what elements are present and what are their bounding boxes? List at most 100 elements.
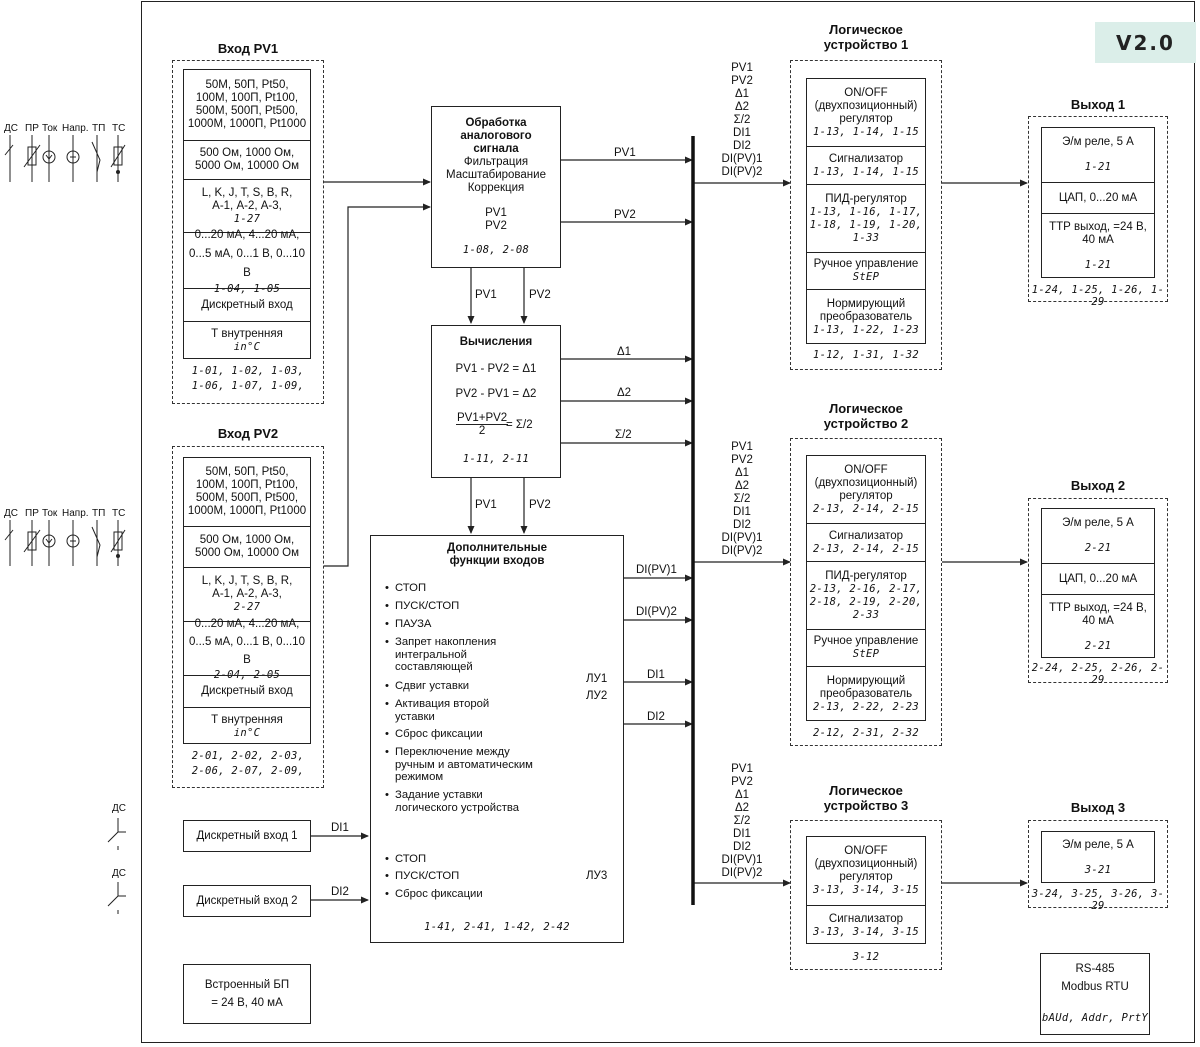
lu2-codes: 2-12, 2-31, 2-32 [813, 727, 919, 739]
calc-formula-denominator: 2 [478, 425, 486, 437]
extra-lu12-label: ЛУ1 ЛУ2 [586, 673, 608, 702]
lu2-manual: Ручное управление StEP [807, 629, 925, 666]
discrete-input-1: Дискретный вход 1 [183, 820, 311, 852]
out1-relay: Э/м реле, 5 А 1-21 [1042, 128, 1154, 182]
processing-title: Обработка аналогового сигнала [460, 117, 532, 155]
pv1-analog-text: 0...20 мА, 4...20 мА, 0...5 мА, 0...1 В,… [189, 228, 305, 279]
proc-bus-pv2: PV2 [614, 209, 636, 221]
out1-title: Выход 1 [1070, 97, 1126, 112]
lu1-manual-text: Ручное управление [813, 258, 919, 270]
extra-bus-dipv2: DI(PV)2 [636, 606, 677, 618]
lu2-pid: ПИД-регулятор 2-13, 2-16, 2-17, 2-18, 2-… [807, 561, 925, 629]
extra-item-start-stop-lu3: ПУСК/СТОП [385, 870, 459, 883]
pv1-thermocouple-code: 1-27 [233, 212, 261, 225]
pv2-thermocouple-code: 2-27 [233, 601, 261, 613]
lu1-alarm: Сигнализатор 1-13, 1-14, 1-15 [807, 146, 925, 184]
sensor-label-ds: ДС [4, 508, 18, 519]
pv2-group [172, 446, 324, 788]
power-supply: Встроенный БП = 24 В, 40 мА [183, 964, 311, 1024]
calc-bus-d1: Δ1 [617, 346, 632, 358]
pv2-analog-text: 0...20 мА, 4...20 мА, 0...5 мА, 0...1 В,… [189, 618, 305, 666]
pv2-thermocouple: L, K, J, T, S, B, R, А-1, А-2, А-3, 2-27 [184, 567, 310, 621]
sensor-symbols-pv1 [4, 135, 126, 182]
sensor-label-di2: ДС [112, 868, 126, 879]
out1-relay-code: 1-21 [1084, 161, 1112, 173]
pv2-title: Вход PV2 [217, 426, 279, 441]
lu1-codes: 1-12, 1-31, 1-32 [813, 349, 919, 361]
extra-item-stop-lu3: СТОП [385, 853, 426, 866]
extra-lu3-label: ЛУ3 [586, 870, 608, 882]
lu1-alarm-code: 1-13, 1-14, 1-15 [813, 165, 919, 178]
lu3-alarm: Сигнализатор 3-13, 3-14, 3-15 [807, 905, 925, 945]
proc-calc-pv1: PV1 [475, 289, 497, 301]
pv2-internal-temp-code: in°C [233, 726, 261, 739]
out1-relay-text: Э/м реле, 5 А [1062, 136, 1134, 148]
calc-formula-d1: PV1 - PV2 = Δ1 [455, 363, 537, 375]
pv1-analog: 0...20 мА, 4...20 мА, 0...5 мА, 0...1 В,… [184, 229, 310, 295]
sensor-label-ts: ТС [112, 123, 126, 134]
out2-codes: 2-24, 2-25, 2-26, 2-29 [1031, 662, 1165, 686]
discrete-switch-symbols [107, 818, 126, 914]
out2-group [1028, 498, 1168, 683]
lu3-onoff-text: ON/OFF (двухпозиционный) регулятор [814, 845, 918, 883]
extra-item-lu-setpoint: Задание уставки логического устройства [385, 789, 519, 814]
lu2-alarm: Сигнализатор 2-13, 2-14, 2-15 [807, 523, 925, 561]
lu1-manual-code: StEP [852, 271, 880, 283]
lu3-onoff-code: 3-13, 3-14, 3-15 [813, 884, 919, 896]
extra-item-manual-auto: Переключение между ручным и автоматическ… [385, 746, 533, 784]
pv1-internal-temp: Т внутренняя in°C [184, 321, 310, 360]
lu1-normalizer-text: Нормирующий преобразователь [819, 298, 913, 323]
pv1-thermocouple: L, K, J, T, S, B, R, А-1, А-2, А-3, 1-27 [184, 179, 310, 232]
lu1-pid-code: 1-13, 1-16, 1-17, 1-18, 1-19, 1-20, 1-33 [809, 205, 923, 244]
lu2-onoff-code: 2-13, 2-14, 2-15 [813, 502, 919, 515]
sensor-label-current: Ток [42, 508, 58, 519]
extra-item-pause: ПАУЗА [385, 618, 432, 631]
out3-relay-text: Э/м реле, 5 А [1062, 839, 1134, 851]
out1-table: Э/м реле, 5 А 1-21 ЦАП, 0...20 мА ТТР вы… [1041, 127, 1155, 278]
diagram-frame [141, 1, 1195, 1043]
lu1-title: Логическое устройство 1 [823, 22, 909, 52]
lu3-onoff: ON/OFF (двухпозиционный) регулятор 3-13,… [807, 837, 925, 905]
extra-bus-di1: DI1 [647, 669, 665, 681]
rs485-block: RS-485 Modbus RTU bAUd, Addr, PrtY [1040, 953, 1150, 1035]
lu2-title: Логическое устройство 2 [823, 401, 909, 431]
extra-title: Дополнительные функции входов [447, 542, 547, 567]
discrete-input-2: Дискретный вход 2 [183, 885, 311, 917]
calc-title: Вычисления [459, 336, 533, 348]
calc-extra-pv1: PV1 [475, 499, 497, 511]
pv1-group [172, 60, 324, 404]
sensor-symbols-pv2 [4, 520, 126, 566]
out1-codes: 1-24, 1-25, 1-26, 1-29 [1031, 284, 1165, 308]
rs485-label: RS-485 Modbus RTU [1061, 963, 1129, 993]
lu3-title: Логическое устройство 3 [823, 783, 909, 813]
pv2-discrete: Дискретный вход [184, 675, 310, 707]
proc-calc-pv2: PV2 [529, 289, 551, 301]
proc-bus-pv1: PV1 [614, 147, 636, 159]
sensor-label-ts: ТС [112, 508, 126, 519]
extra-item-setpoint-shift: Сдвиг уставки [385, 680, 469, 693]
pv1-resistance: 500 Ом, 1000 Ом, 5000 Ом, 10000 Ом [184, 140, 310, 179]
lu2-normalizer-code: 2-13, 2-22, 2-23 [813, 701, 919, 713]
out2-dac: ЦАП, 0...20 мА [1042, 563, 1154, 594]
lu2-table: ON/OFF (двухпозиционный) регулятор 2-13,… [806, 455, 926, 721]
out3-title: Выход 3 [1070, 800, 1126, 815]
extra-bus-di2: DI2 [647, 711, 665, 723]
lu1-onoff: ON/OFF (двухпозиционный) регулятор 1-13,… [807, 79, 925, 146]
calc-block: Вычисления PV1 - PV2 = Δ1 PV2 - PV1 = Δ2… [431, 325, 561, 478]
extra-item-stop: СТОП [385, 582, 426, 595]
pv1-thermocouple-text: L, K, J, T, S, B, R, А-1, А-2, А-3, [201, 186, 293, 212]
sensor-label-voltage: Напр. [62, 123, 89, 134]
lu1-normalizer-code: 1-13, 1-22, 1-23 [813, 324, 919, 336]
sensor-label-tp: ТП [92, 123, 106, 134]
sensor-label-pr: ПР [25, 123, 39, 134]
pv2-internal-temp: Т внутренняя in°C [184, 707, 310, 745]
bus-list-lu1: PV1 PV2 Δ1 Δ2 Σ/2 DI1 DI2 DI(PV)1 DI(PV)… [721, 62, 763, 178]
processing-signals: PV1 PV2 [485, 207, 507, 232]
out3-codes: 3-24, 3-25, 3-26, 3-29 [1031, 888, 1165, 912]
pv1-title: Вход PV1 [217, 41, 279, 56]
extra-item-start-stop: ПУСК/СТОП [385, 600, 459, 613]
sensor-label-ds: ДС [4, 123, 18, 134]
pv1-codes: 1-01, 1-02, 1-03, 1-06, 1-07, 1-09, [191, 365, 305, 392]
lu1-group [790, 60, 942, 370]
lu3-group [790, 820, 942, 970]
